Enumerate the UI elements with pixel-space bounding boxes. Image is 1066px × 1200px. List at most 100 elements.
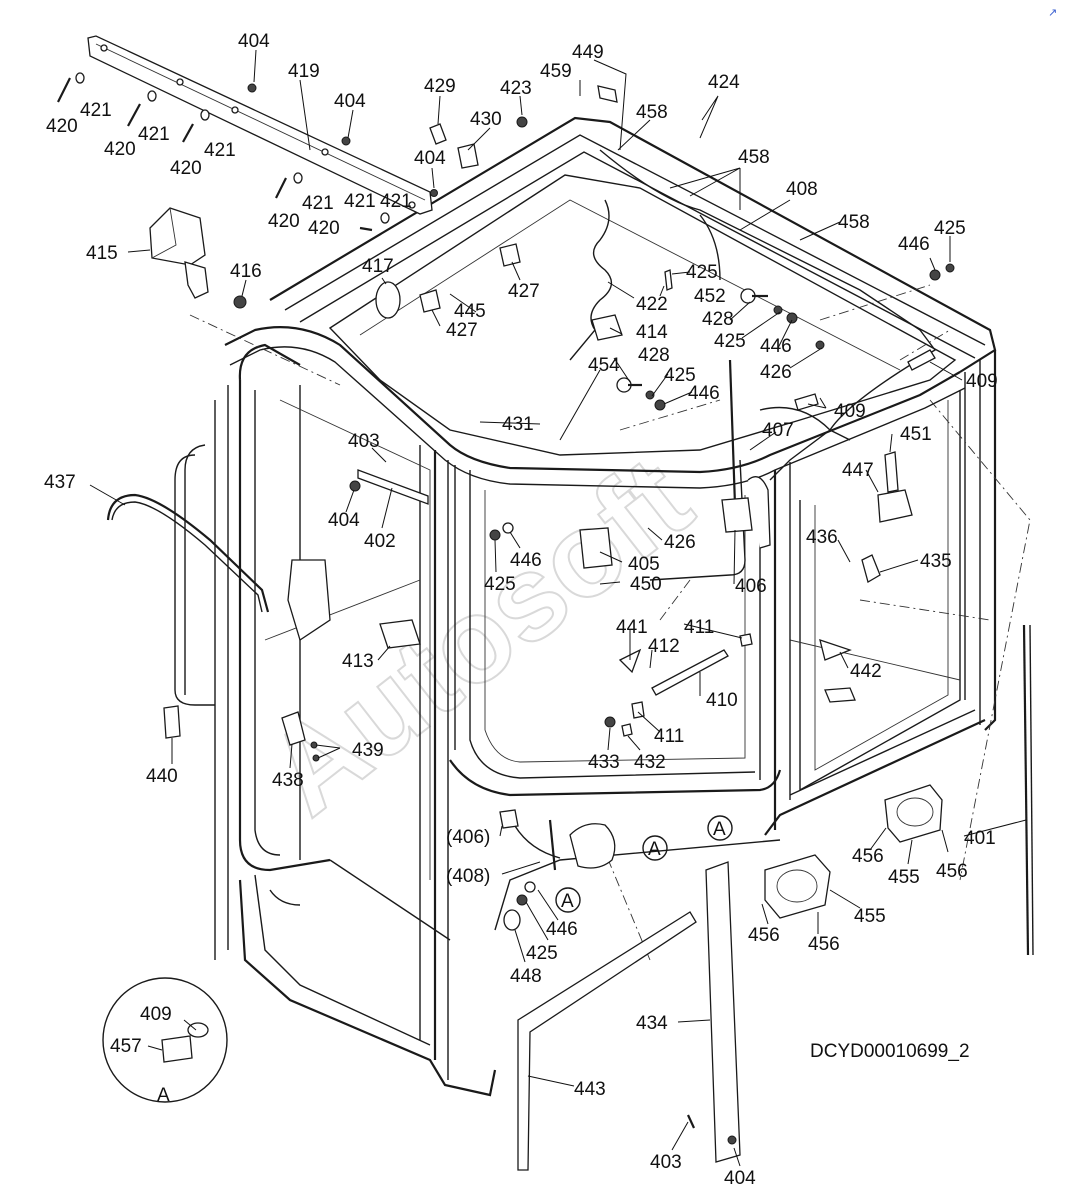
strip-434	[705, 861, 741, 1163]
strip-402	[357, 469, 429, 505]
label-417: 417	[362, 256, 394, 277]
label-411-a: 411	[684, 617, 714, 638]
connector-409	[907, 349, 936, 371]
label-420-c: 420	[170, 158, 202, 179]
label-425-a: 425	[934, 218, 966, 239]
clip-411b	[631, 701, 645, 719]
screw-403b	[687, 1114, 695, 1129]
label-452: 452	[694, 286, 726, 307]
roof-rail-419	[87, 35, 433, 215]
label-403-b: 403	[650, 1152, 682, 1173]
label-421-f: 421	[380, 191, 412, 212]
label-409-b: 409	[834, 401, 866, 422]
bracket-405	[579, 527, 613, 569]
label-421-b: 421	[138, 124, 170, 145]
label-441: 441	[616, 617, 648, 638]
label-446-b: 446	[760, 336, 792, 357]
label-409-c: 409	[140, 1004, 172, 1025]
label-405: 405	[628, 554, 660, 575]
label-403-a: 403	[348, 431, 380, 452]
part-labels: 404 419 404 404 420 421 420 421 421 420 …	[44, 31, 998, 1189]
label-450: 450	[630, 574, 662, 595]
label-439: 439	[352, 740, 384, 761]
label-438: 438	[272, 770, 304, 791]
label-407: 407	[762, 420, 794, 441]
coil-cord-422	[569, 199, 613, 361]
bracket-427b	[419, 289, 441, 313]
leader-lines	[89, 49, 1027, 1167]
label-445: 445	[454, 301, 486, 322]
label-435: 435	[920, 551, 952, 572]
speaker-455b	[764, 854, 831, 919]
label-409-a: 409	[966, 371, 998, 392]
label-457: 457	[110, 1036, 142, 1057]
label-425-b: 425	[686, 262, 718, 283]
label-458-c: 458	[838, 212, 870, 233]
cab-frame	[174, 116, 1031, 1097]
detail-markers	[555, 815, 733, 913]
label-446-d: 446	[510, 550, 542, 571]
label-428-a: 428	[702, 309, 734, 330]
label-425-d: 425	[664, 365, 696, 386]
label-447: 447	[842, 460, 874, 481]
plate-440	[163, 705, 181, 739]
label-437: 437	[44, 472, 76, 493]
cable-408b	[514, 825, 561, 859]
part-448	[503, 909, 521, 931]
label-431: 431	[502, 414, 534, 435]
drawing-code: DCYD00010699_2	[810, 1041, 970, 1062]
detail-marker-labels: A A A A	[157, 819, 726, 1106]
label-420-e: 420	[308, 218, 340, 239]
label-442: 442	[850, 661, 882, 682]
label-424: 424	[708, 72, 740, 93]
label-426-b: 426	[664, 532, 696, 553]
label-404-a: 404	[238, 31, 270, 52]
panel-414	[591, 314, 623, 341]
label-456-b: 456	[936, 861, 968, 882]
parts-429-430	[429, 123, 479, 169]
label-408: 408	[786, 179, 818, 200]
plug-406	[499, 809, 519, 829]
detail-marker-a1: A	[713, 819, 726, 840]
handle-451	[877, 451, 913, 523]
label-414: 414	[636, 322, 668, 343]
nut-404e	[727, 1135, 737, 1145]
label-425-f: 425	[526, 943, 558, 964]
label-408-b: (408)	[446, 866, 490, 887]
switch-413	[379, 619, 421, 649]
work-light-415	[149, 207, 209, 299]
label-458-b: 458	[738, 147, 770, 168]
detail-marker-a4: A	[157, 1085, 170, 1106]
label-410: 410	[706, 690, 738, 711]
label-446-e: 446	[546, 919, 578, 940]
label-421-d: 421	[302, 193, 334, 214]
bolts-420	[57, 72, 438, 232]
part-423	[516, 116, 528, 128]
holder	[287, 559, 331, 642]
label-404-b: 404	[334, 91, 366, 112]
washer-446e	[524, 881, 536, 893]
label-434: 434	[636, 1013, 668, 1034]
washer-446d	[502, 522, 514, 534]
bar-410	[651, 649, 729, 696]
detail-marker-a3: A	[561, 891, 574, 912]
label-440: 440	[146, 766, 178, 787]
label-406-a: 406	[735, 576, 767, 597]
label-459: 459	[540, 61, 572, 82]
label-420-a: 420	[46, 116, 78, 137]
label-421-a: 421	[80, 100, 112, 121]
pad-442	[819, 639, 852, 661]
lock-438	[281, 711, 306, 746]
nut-425f	[516, 894, 528, 906]
label-455-b: 455	[854, 906, 886, 927]
connector-409b	[794, 393, 819, 411]
detail-marker-a2: A	[648, 839, 661, 860]
bracket-427a	[499, 243, 521, 267]
nut-425e	[489, 529, 501, 541]
label-456-a: 456	[852, 846, 884, 867]
label-422: 422	[636, 294, 668, 315]
label-455-a: 455	[888, 867, 920, 888]
label-425-c: 425	[714, 331, 746, 352]
latch-435	[861, 554, 881, 583]
